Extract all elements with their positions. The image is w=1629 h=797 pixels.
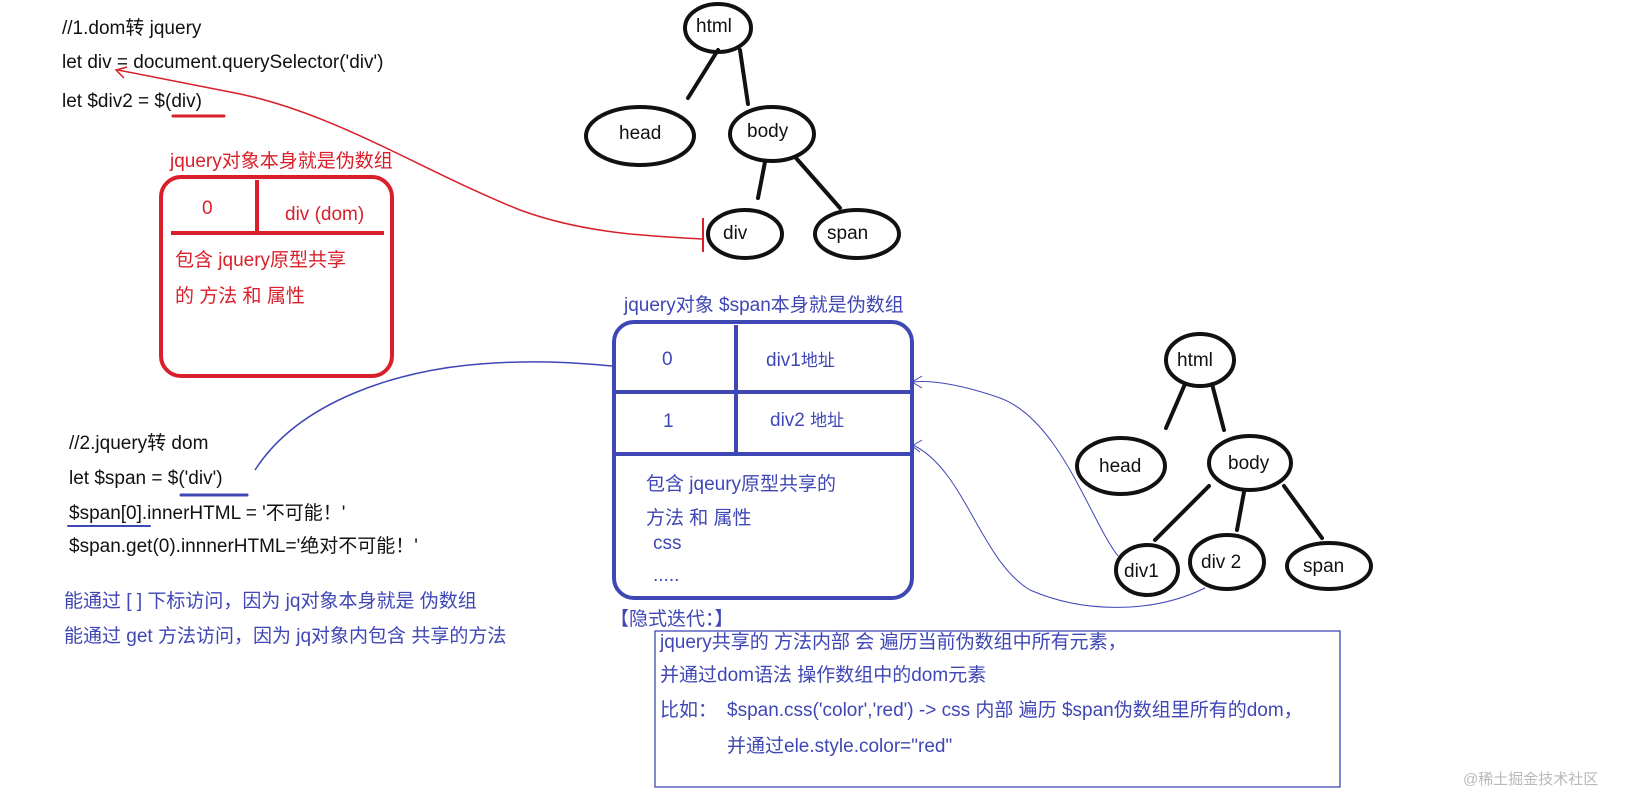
tree2-label-div1: div1 [1124,561,1159,582]
blue-arrow-div2 [911,439,923,453]
tree2-nodes [1075,332,1373,597]
tree2-label-span: span [1303,556,1345,577]
red-connector [117,69,704,240]
section1-cell-index: 0 [202,198,213,219]
section2-desc-line4: ..... [653,565,680,586]
section3-line3: $span.get(0).innnerHTML='绝对不可能！' [69,536,418,557]
section3-line2: $span[0].innerHTML = '不可能！' [69,503,346,524]
blue-connector-code [254,361,613,471]
tree2-label-head: head [1099,456,1142,477]
implicit-title: 【隐式迭代：】 [610,609,734,630]
section3-line1: let $span = $('div') [69,468,223,489]
implicit-line3-prefix: 比如： [660,700,718,721]
blue-box [612,320,914,600]
implicit-line4: 并通过ele.style.color="red" [727,736,953,757]
section2-row2-value: div2 地址 [770,410,845,431]
tree2-label-div2: div 2 [1201,552,1242,573]
tree1-label-div: div [723,223,748,244]
implicit-box [654,630,1341,788]
tree1-label-span: span [827,223,869,244]
section3-comment: //2.jquery转 dom [69,433,209,454]
section1-comment: //1.dom转 jquery [62,18,202,39]
tree2-node-head [1075,436,1167,496]
implicit-line3-code: $span.css('color','red') -> css 内部 遍历 $s… [727,700,1303,721]
section2-row1-index: 0 [662,349,673,370]
red-arrowhead [114,66,128,79]
tree1-label-head: head [619,123,662,144]
section2-desc-line1: 包含 jqeury原型共享的 [646,474,837,495]
tree1-node-head [584,105,696,167]
tree2-node-html [1164,332,1236,388]
tree1-label-body: body [747,121,789,142]
tree2-label-html: html [1177,350,1213,371]
red-box [159,175,394,378]
tree1-node-body [728,105,816,163]
tree1-node-span [813,208,901,260]
section2-row1-value: div1地址 [766,350,835,371]
section1-box-title: jquery对象本身就是伪数组 [170,151,393,172]
section1-desc-line2: 的 方法 和 属性 [175,286,305,307]
tree1-label-html: html [696,16,732,37]
section2-desc-line3: css [653,533,682,554]
section2-box-title: jquery对象 $span本身就是伪数组 [624,295,904,316]
tree2-label-body: body [1228,453,1270,474]
tree2-node-span [1285,541,1373,591]
watermark: @稀土掘金技术社区 [1463,771,1599,788]
tree2-node-div1 [1114,543,1180,597]
blue-connector-div1 [912,381,1119,557]
implicit-line1: jquery共享的 方法内部 会 遍历当前伪数组中所有元素， [660,632,1127,653]
tree1-node-html [683,2,753,54]
section1-desc-line1: 包含 jquery原型共享 [175,250,347,271]
section1-line1: let div = document.querySelector('div') [62,52,384,73]
section3-note2: 能通过 get 方法访问，因为 jq对象内包含 共享的方法 [64,626,507,647]
tree2-node-div2 [1188,533,1266,591]
section1-cell-value: div (dom) [285,204,365,225]
tree1-nodes [584,2,901,260]
section3-note1: 能通过 [ ] 下标访问，因为 jq对象本身就是 伪数组 [64,591,477,612]
section2-row2-index: 1 [663,411,674,432]
tree1-edges [686,48,842,210]
implicit-line2: 并通过dom语法 操作数组中的dom元素 [660,665,987,686]
tree1-node-div [706,208,784,260]
section2-desc-line2: 方法 和 属性 [646,508,752,529]
tree2-node-body [1207,434,1293,492]
tree2-edges [1153,382,1324,542]
section1-line2: let $div2 = $(div) [62,91,202,112]
blue-arrow-div1 [911,375,923,389]
blue-connector-div2 [912,444,1206,608]
